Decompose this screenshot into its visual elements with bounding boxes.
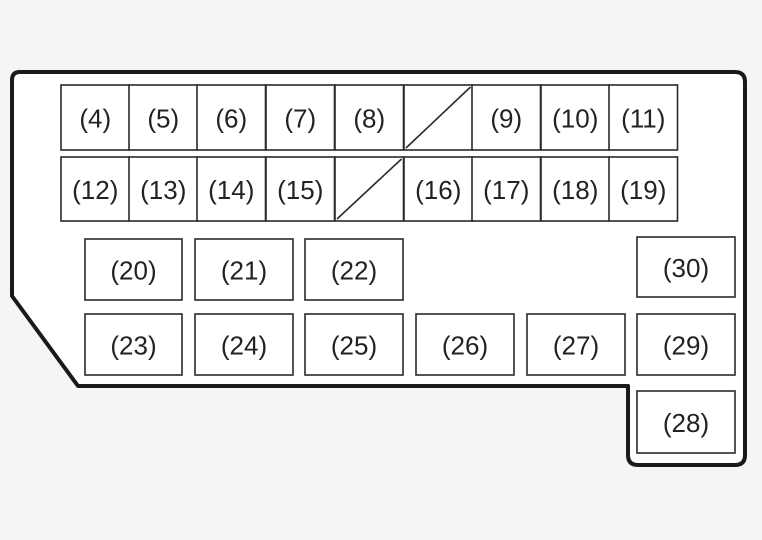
blank-slot-slash: [405, 86, 472, 149]
fuse-slot-border: [526, 313, 626, 376]
fuse-slot: (24): [194, 313, 294, 376]
fuse-number-label: (13): [140, 175, 186, 205]
fuse-slot-border: [415, 313, 515, 376]
fuse-cells: (4) (5) (6) (7) (8) (9) (10) (11) (12) (13) (14) (1…: [60, 84, 736, 454]
fuse-slot-border: [265, 156, 336, 222]
fuse-slot-border: [304, 238, 404, 301]
fuse-slot-border: [471, 84, 542, 151]
fuse-number-label: (21): [221, 256, 267, 286]
fuse-number-label: (12): [72, 175, 118, 205]
fuse-number-label: (5): [147, 104, 179, 134]
fuse-slot: (20): [84, 238, 183, 301]
fuse-slot-border: [608, 156, 679, 222]
fuse-slot: (12): [60, 156, 131, 222]
fuse-slot-border: [84, 313, 183, 376]
fuse-number-label: (29): [663, 331, 709, 361]
fuse-number-label: (6): [215, 104, 247, 134]
fuse-slot-border: [194, 238, 294, 301]
fuse-slot: (10): [540, 84, 611, 151]
fuse-slot: (11): [608, 84, 679, 151]
fuse-slot: (4): [60, 84, 131, 151]
fuse-slot: (18): [540, 156, 611, 222]
fuse-number-label: (9): [490, 104, 522, 134]
fuse-number-label: (20): [110, 256, 156, 286]
fuse-number-label: (27): [553, 331, 599, 361]
fuse-slot: (16): [403, 156, 474, 222]
fuse-slot-border: [636, 390, 736, 454]
fuse-number-label: (7): [284, 104, 316, 134]
fuse-slot: (29): [636, 313, 736, 376]
fuse-slot: (8): [334, 84, 405, 151]
fuse-slot: (28): [636, 390, 736, 454]
fuse-number-label: (18): [552, 175, 598, 205]
fuse-slot-border: [84, 238, 183, 301]
fuse-number-label: (28): [663, 408, 709, 438]
fuse-slot: (17): [471, 156, 542, 222]
fuse-number-label: (8): [353, 104, 385, 134]
fuse-slot: (5): [128, 84, 199, 151]
fuse-number-label: (23): [110, 331, 156, 361]
fuse-slot: (6): [196, 84, 267, 151]
fuse-number-label: (30): [663, 253, 709, 283]
blank-slot-slash: [336, 158, 403, 220]
fuse-slot-border: [194, 313, 294, 376]
fuse-slot: (21): [194, 238, 294, 301]
fuse-slot-border: [196, 84, 267, 151]
fuse-number-label: (14): [208, 175, 254, 205]
fuse-number-label: (15): [277, 175, 323, 205]
fuse-slot-border: [636, 313, 736, 376]
fuse-slot-border: [128, 156, 199, 222]
fuse-slot: (15): [265, 156, 336, 222]
fuse-slot: (23): [84, 313, 183, 376]
fuse-slot-border: [196, 156, 267, 222]
fuse-slot: (30): [636, 236, 736, 298]
fuse-slot-border: [471, 156, 542, 222]
fuse-number-label: (19): [620, 175, 666, 205]
fuse-slot-border: [608, 84, 679, 151]
fuse-slot-border: [334, 84, 405, 151]
fuse-number-label: (22): [331, 256, 377, 286]
fuse-number-label: (25): [331, 331, 377, 361]
fuse-number-label: (26): [442, 331, 488, 361]
fuse-slot: (25): [304, 313, 404, 376]
fuse-slot: (27): [526, 313, 626, 376]
fuse-slot: (22): [304, 238, 404, 301]
fuse-slot-border: [540, 84, 611, 151]
fuse-slot-border: [304, 313, 404, 376]
fuse-slot: (7): [265, 84, 336, 151]
blank-fuse-slot: [334, 156, 405, 222]
fuse-number-label: (17): [483, 175, 529, 205]
fuse-number-label: (4): [79, 104, 111, 134]
fuse-number-label: (16): [415, 175, 461, 205]
fuse-slot: (26): [415, 313, 515, 376]
fuse-slot: (14): [196, 156, 267, 222]
fuse-slot-border: [636, 236, 736, 298]
fuse-number-label: (24): [221, 331, 267, 361]
fuse-slot: (19): [608, 156, 679, 222]
blank-fuse-slot: [403, 84, 474, 151]
fuse-slot-border: [403, 156, 474, 222]
fuse-number-label: (11): [621, 104, 665, 134]
fuse-number-label: (10): [552, 104, 598, 134]
fuse-slot: (13): [128, 156, 199, 222]
fuse-slot-border: [265, 84, 336, 151]
fuse-slot: (9): [471, 84, 542, 151]
